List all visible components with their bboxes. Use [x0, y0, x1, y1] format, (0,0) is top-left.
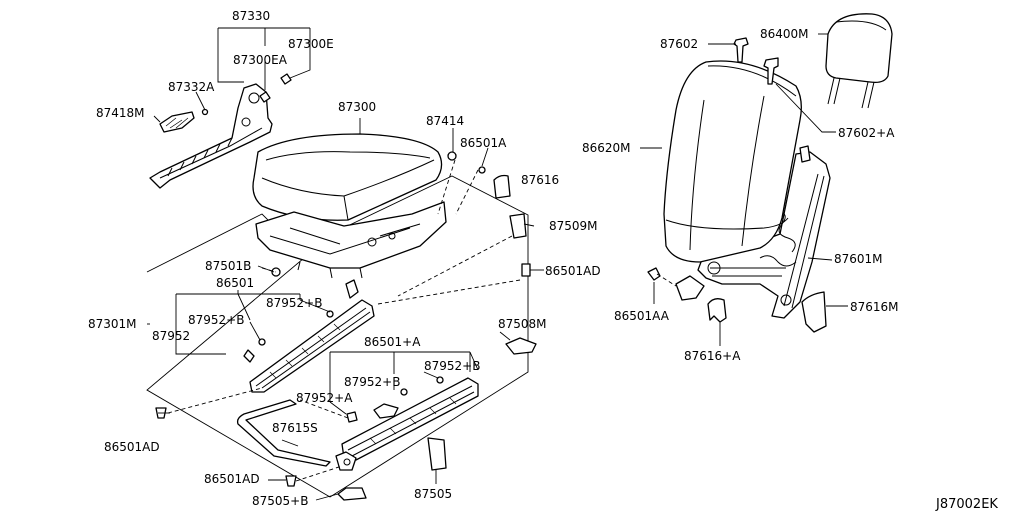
label-86501ad-bottom: 86501AD: [204, 472, 260, 486]
label-87952plusa: 87952+A: [296, 391, 353, 405]
assembly-line: [167, 387, 263, 414]
label-87952b-lower: 87952+B: [344, 375, 400, 389]
label-87505plusb: 87505+B: [252, 494, 308, 508]
label-87509m: 87509M: [549, 219, 598, 233]
label-87300: 87300: [338, 100, 376, 114]
clip-87952b-lower-2: [436, 376, 444, 384]
clip-87332a: [201, 108, 209, 116]
cover-87505: [427, 437, 447, 471]
label-87601m: 87601M: [834, 252, 883, 266]
label-87615s: 87615S: [272, 421, 318, 435]
label-87414: 87414: [426, 114, 464, 128]
clip-87952a: [346, 411, 358, 423]
headrest-part: [825, 13, 893, 109]
assembly-line: [455, 169, 479, 215]
assembly-line: [299, 399, 349, 419]
recliner-cover-part: [159, 111, 195, 133]
cover-87616: [493, 174, 511, 199]
bolt-86501ad-right: [521, 263, 531, 277]
headrest-guide-87602a: [763, 57, 779, 85]
label-87602plusa: 87602+A: [838, 126, 895, 140]
leader-lines-right: [640, 33, 848, 346]
assembly-line: [397, 235, 513, 297]
part-labels: 87330 87300E 87300EA 87332A 87418M 87300…: [88, 9, 998, 512]
seat-back-cushion-part: [663, 60, 802, 263]
label-87418m: 87418M: [96, 106, 145, 120]
reference-code: J87002EK: [935, 497, 998, 512]
headrest-guide-87602: [733, 37, 749, 63]
label-86501ad-right: 86501AD: [545, 264, 601, 278]
label-86400m: 86400M: [760, 27, 809, 41]
label-87301m: 87301M: [88, 317, 137, 331]
label-87952b-lower-right: 87952+B: [424, 359, 480, 373]
label-87952b-upper: 87952+B: [266, 296, 322, 310]
label-87330: 87330: [232, 9, 270, 23]
label-87616m: 87616M: [850, 300, 899, 314]
assembly-line: [377, 279, 521, 305]
assembly-line: [656, 273, 677, 287]
clip-87952b-upper: [326, 310, 334, 318]
label-86501ad-left: 86501AD: [104, 440, 160, 454]
label-87508m: 87508M: [498, 317, 547, 331]
upper-seat-slide-part: [243, 267, 375, 393]
seat-rod-part: [236, 399, 331, 467]
seat-back-frame-part: [675, 145, 831, 319]
label-87332a: 87332A: [168, 80, 215, 94]
label-87505: 87505: [414, 487, 452, 501]
label-87616: 87616: [521, 173, 559, 187]
seat-cushion-part: [252, 133, 443, 221]
label-87952: 87952: [152, 329, 190, 343]
cover-87616m: [801, 291, 827, 333]
label-87300ea: 87300EA: [233, 53, 288, 67]
label-87501b: 87501B: [205, 259, 251, 273]
bolt-86501aa: [647, 267, 661, 281]
label-86501aa: 86501AA: [614, 309, 670, 323]
label-86501a: 86501A: [460, 136, 507, 150]
cover-87508m: [505, 337, 537, 355]
cushion-frame-part: [255, 201, 447, 299]
bolt-86501a: [447, 151, 457, 161]
assembly-line: [437, 159, 456, 215]
cover-87505b: [337, 487, 367, 501]
label-86620m: 86620M: [582, 141, 631, 155]
label-87616plusa: 87616+A: [684, 349, 741, 363]
leader-lines-left: [147, 27, 544, 501]
clip-87300ea: [259, 91, 271, 103]
seat-side-bracket: [149, 83, 273, 189]
label-87952b-left: 87952+B: [188, 313, 244, 327]
bolt-86501a-2: [478, 166, 486, 174]
cover-87616a: [707, 298, 727, 323]
assembly-line: [295, 465, 343, 482]
label-87300e: 87300E: [288, 37, 334, 51]
lower-seat-slide-part: [335, 377, 479, 471]
clip-87300e: [280, 73, 292, 85]
clip-87952: [258, 338, 266, 346]
label-87602: 87602: [660, 37, 698, 51]
bolt-86501ad-bottom: [285, 475, 297, 487]
label-86501plusa: 86501+A: [364, 335, 421, 349]
label-86501: 86501: [216, 276, 254, 290]
clip-87952b-lower: [400, 388, 408, 396]
bracket-87509m: [509, 213, 527, 239]
